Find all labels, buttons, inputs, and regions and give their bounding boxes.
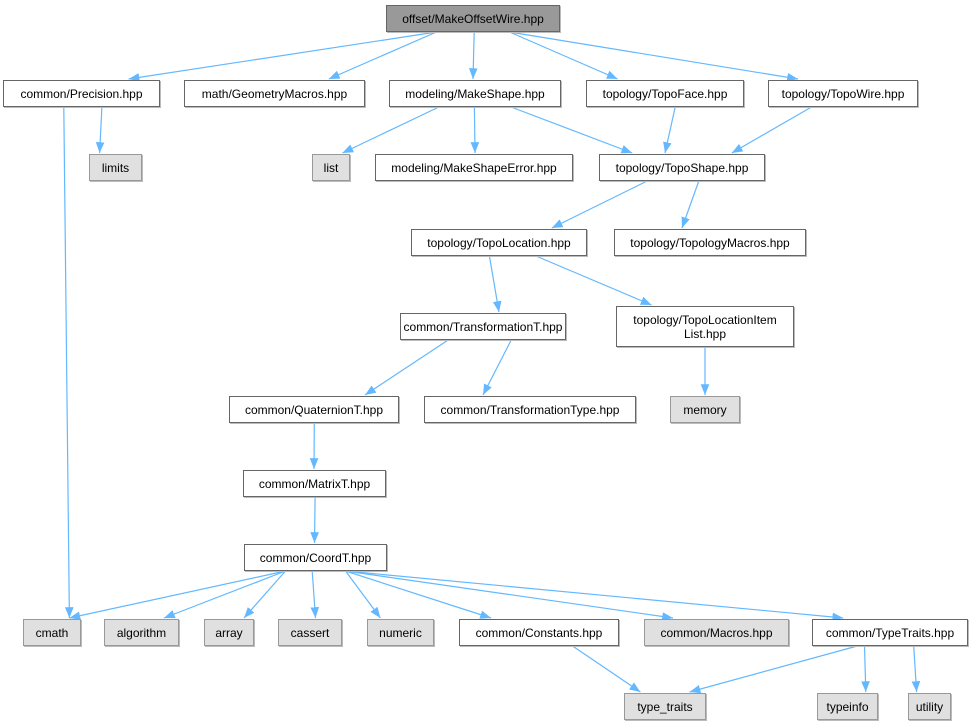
edge-loc-to-trf bbox=[488, 255, 502, 313]
node-label: algorithm bbox=[116, 625, 167, 640]
edge-mat-to-coord bbox=[310, 496, 319, 544]
graph-node-loc[interactable]: topology/TopoLocation.hpp bbox=[411, 229, 587, 256]
edge-root-to-mksh bbox=[468, 31, 478, 80]
node-label: common/TransformationT.hpp bbox=[403, 319, 563, 334]
edge-loc-to-lil bbox=[535, 255, 652, 306]
graph-node-geom[interactable]: math/GeometryMacros.hpp bbox=[184, 80, 365, 107]
graph-node-utility: utility bbox=[908, 693, 951, 720]
edge-prec-to-limits bbox=[95, 106, 105, 154]
node-label: offset/MakeOffsetWire.hpp bbox=[402, 11, 544, 26]
edge-trf-to-quat bbox=[364, 339, 449, 396]
node-label: type_traits bbox=[637, 699, 693, 714]
node-label: common/TypeTraits.hpp bbox=[825, 625, 955, 640]
node-label: common/Macros.hpp bbox=[660, 625, 773, 640]
edge-ttraits-to-typeinfo bbox=[861, 645, 870, 693]
graph-node-macros: common/Macros.hpp bbox=[644, 619, 789, 646]
node-label: common/CoordT.hpp bbox=[259, 550, 372, 565]
node-label: common/QuaternionT.hpp bbox=[244, 402, 384, 417]
graph-node-cmath: cmath bbox=[23, 619, 81, 646]
node-label: numeric bbox=[379, 625, 422, 640]
edge-root-to-face bbox=[509, 31, 618, 80]
node-label: topology/TopoWire.hpp bbox=[781, 86, 905, 101]
graph-node-root[interactable]: offset/MakeOffsetWire.hpp bbox=[386, 5, 560, 32]
edge-coord-to-algorithm bbox=[163, 570, 286, 619]
node-label: common/Precision.hpp bbox=[20, 86, 143, 101]
node-label: topology/TopoShape.hpp bbox=[615, 160, 749, 175]
graph-node-typeinfo: typeinfo bbox=[817, 693, 878, 720]
edge-coord-to-const bbox=[345, 570, 492, 619]
node-label: modeling/MakeShapeError.hpp bbox=[391, 160, 557, 175]
node-label: math/GeometryMacros.hpp bbox=[201, 86, 348, 101]
graph-node-wire[interactable]: topology/TopoWire.hpp bbox=[768, 80, 918, 107]
node-label: topology/TopologyMacros.hpp bbox=[630, 235, 790, 250]
edge-mksh-to-mkerr bbox=[470, 106, 480, 154]
node-label: common/MatrixT.hpp bbox=[258, 476, 371, 491]
graph-node-prec[interactable]: common/Precision.hpp bbox=[3, 80, 160, 107]
edge-prec-to-cmath bbox=[63, 106, 74, 619]
edge-const-to-type_traits bbox=[572, 645, 641, 693]
edge-ttraits-to-utility bbox=[911, 645, 921, 693]
node-label: topology/TopoLocation.hpp bbox=[427, 235, 571, 250]
graph-node-mat[interactable]: common/MatrixT.hpp bbox=[243, 470, 386, 497]
graph-node-algorithm: algorithm bbox=[104, 619, 179, 646]
graph-node-memory: memory bbox=[670, 396, 740, 423]
node-label: cmath bbox=[35, 625, 69, 640]
graph-node-lil[interactable]: topology/TopoLocationItem List.hpp bbox=[616, 306, 794, 347]
graph-node-face[interactable]: topology/TopoFace.hpp bbox=[586, 80, 744, 107]
node-label: utility bbox=[915, 699, 944, 714]
node-label: limits bbox=[101, 160, 130, 175]
graph-node-mkerr[interactable]: modeling/MakeShapeError.hpp bbox=[375, 154, 573, 181]
node-label: common/Constants.hpp bbox=[475, 625, 603, 640]
node-label: cassert bbox=[290, 625, 330, 640]
edge-shape-to-loc bbox=[551, 180, 648, 229]
node-label: memory bbox=[683, 402, 727, 417]
graph-node-ttraits[interactable]: common/TypeTraits.hpp bbox=[812, 619, 968, 646]
edge-coord-to-macros bbox=[345, 570, 674, 621]
graph-node-const[interactable]: common/Constants.hpp bbox=[459, 619, 619, 646]
edge-shape-to-tmac bbox=[681, 180, 700, 229]
node-label: topology/TopoFace.hpp bbox=[602, 86, 728, 101]
edge-root-to-wire bbox=[509, 31, 799, 82]
edge-root-to-geom bbox=[328, 31, 437, 80]
graph-node-type-traits: type_traits bbox=[624, 693, 706, 720]
graph-node-trt[interactable]: common/TransformationType.hpp bbox=[424, 396, 636, 423]
edge-coord-to-array bbox=[243, 570, 286, 619]
graph-node-trf[interactable]: common/TransformationT.hpp bbox=[400, 313, 566, 340]
edge-coord-to-cassert bbox=[310, 570, 320, 619]
node-label: typeinfo bbox=[826, 699, 869, 714]
edge-coord-to-ttraits bbox=[345, 570, 844, 622]
graph-node-list: list bbox=[312, 154, 350, 181]
edge-face-to-shape bbox=[663, 106, 676, 154]
graph-node-limits: limits bbox=[89, 154, 142, 181]
graph-node-quat[interactable]: common/QuaternionT.hpp bbox=[229, 396, 399, 423]
graph-node-numeric: numeric bbox=[367, 619, 434, 646]
edge-root-to-prec bbox=[128, 31, 437, 82]
edge-ttraits-to-type_traits bbox=[689, 645, 858, 694]
graph-node-shape[interactable]: topology/TopoShape.hpp bbox=[599, 154, 765, 181]
edge-wire-to-shape bbox=[731, 106, 812, 154]
edge-coord-to-numeric bbox=[345, 570, 381, 619]
node-label: array bbox=[215, 625, 243, 640]
graph-node-array: array bbox=[204, 619, 254, 646]
edge-mksh-to-shape bbox=[510, 106, 633, 154]
node-label: modeling/MakeShape.hpp bbox=[405, 86, 545, 101]
graph-node-coord[interactable]: common/CoordT.hpp bbox=[244, 544, 387, 571]
edge-coord-to-cmath bbox=[69, 570, 286, 620]
edge-trf-to-trt bbox=[482, 339, 512, 396]
graph-node-cassert: cassert bbox=[278, 619, 342, 646]
node-label: topology/TopoLocationItem List.hpp bbox=[633, 312, 777, 341]
edge-mksh-to-list bbox=[342, 106, 440, 154]
node-label: common/TransformationType.hpp bbox=[440, 402, 620, 417]
graph-node-tmac[interactable]: topology/TopologyMacros.hpp bbox=[614, 229, 806, 256]
node-label: list bbox=[323, 160, 339, 175]
graph-node-mksh[interactable]: modeling/MakeShape.hpp bbox=[389, 80, 561, 107]
